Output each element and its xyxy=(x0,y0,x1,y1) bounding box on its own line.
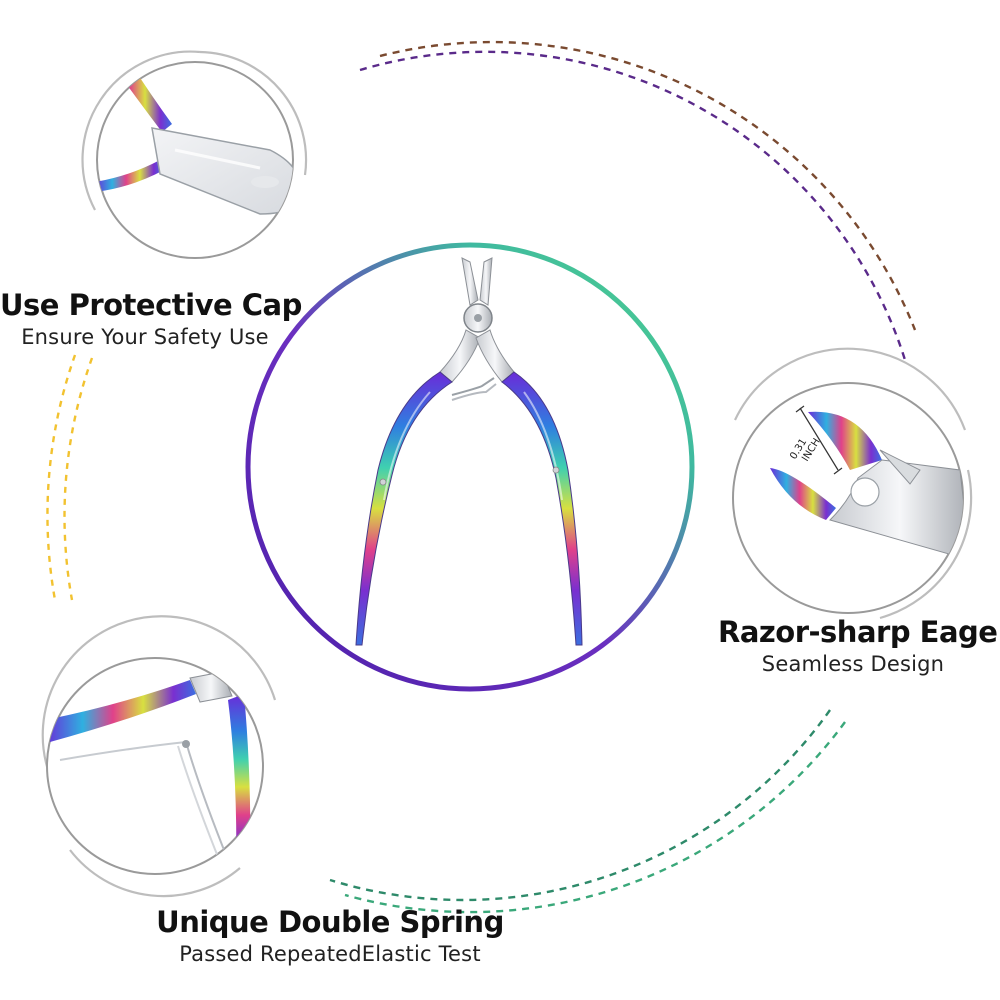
cuticle-nipper-icon xyxy=(355,257,583,646)
feature-razor-edge: Razor-sharp Eage Seamless Design xyxy=(718,615,998,679)
dashed-orbit-left xyxy=(46,354,94,601)
main-ring xyxy=(245,242,695,692)
feature-title: Unique Double Spring xyxy=(156,905,504,939)
feature-protective-cap: Use Protective Cap Ensure Your Safety Us… xyxy=(0,288,302,352)
feature-subtitle: Seamless Design xyxy=(761,652,945,676)
feature-subtitle: Passed RepeatedElastic Test xyxy=(179,942,481,966)
feature-subtitle: Ensure Your Safety Use xyxy=(21,325,269,349)
dashed-orbit-bottom xyxy=(329,709,846,914)
protective-cap-detail xyxy=(81,50,308,259)
razor-edge-detail: 0.31 INCH xyxy=(732,347,973,620)
double-spring-detail xyxy=(41,615,277,898)
feature-double-spring: Unique Double Spring Passed RepeatedElas… xyxy=(150,905,510,969)
cutting-edge-icon: 0.31 INCH xyxy=(770,405,963,561)
dashed-orbit-top xyxy=(359,40,917,361)
feature-title: Razor-sharp Eage xyxy=(718,615,998,649)
feature-title: Use Protective Cap xyxy=(0,288,302,322)
